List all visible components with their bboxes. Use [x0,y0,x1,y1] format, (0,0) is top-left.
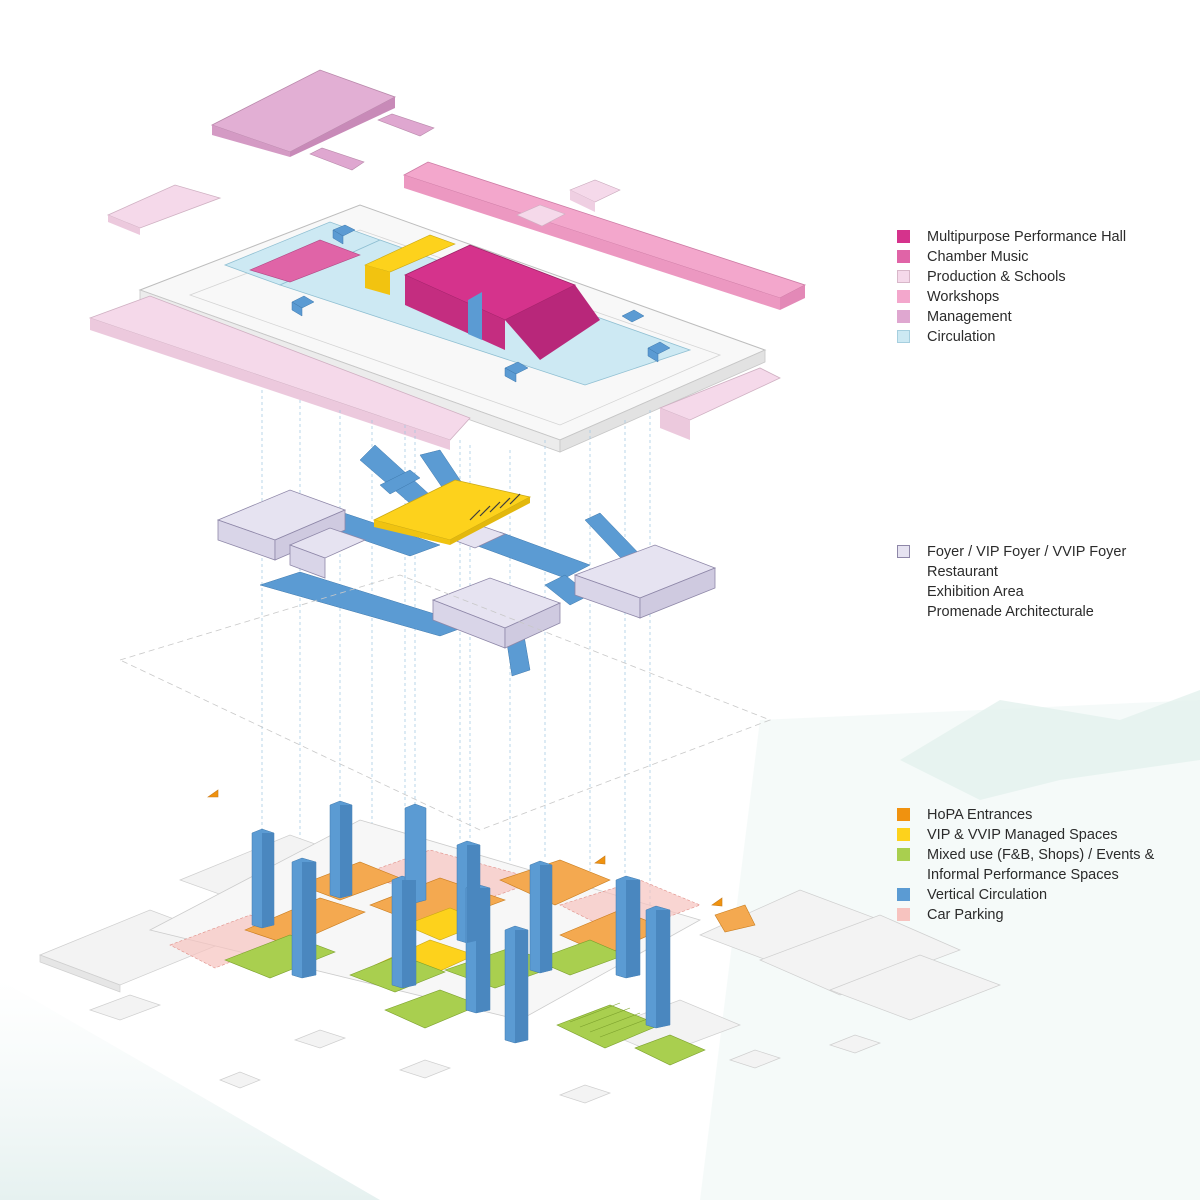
legend-label: Management [927,309,1012,325]
legend-label: Circulation [927,329,996,345]
legend-label: Chamber Music [927,249,1029,265]
swatch-vertical-circulation [897,888,910,901]
vertical-circulation-towers [251,800,671,1044]
legend-item-multipurpose-hall: Multipurpose Performance Hall [897,228,1126,248]
vip-foyer-block [372,479,532,545]
swatch-production-schools [897,270,910,283]
management-block [210,69,435,171]
legend-item-promenade: Promenade Architecturale [897,603,1126,623]
legend-item-car-parking: Car Parking [897,906,1154,926]
legend-item-mixed-use-continued: Informal Performance Spaces [897,866,1154,886]
legend-label: Mixed use (F&B, Shops) / Events & [927,847,1155,863]
legend-upper-program: Multipurpose Performance Hall Chamber Mu… [897,228,1126,348]
ground-level [39,789,1001,1104]
swatch-vip-spaces [897,828,910,841]
swatch-chamber-music [897,250,910,263]
legend-label: Informal Performance Spaces [927,867,1119,883]
legend-item-circulation: Circulation [897,328,1126,348]
legend-item-foyer: Foyer / VIP Foyer / VVIP Foyer [897,543,1126,563]
legend-item-management: Management [897,308,1126,328]
legend-item-mixed-use: Mixed use (F&B, Shops) / Events & [897,846,1154,866]
upper-vertical-cores [291,224,671,383]
legend-label: Multipurpose Performance Hall [927,229,1127,245]
legend-item-production-schools: Production & Schools [897,268,1126,288]
projection-lines [261,390,651,930]
workshops-block [402,161,807,310]
legend-label: HoPA Entrances [927,807,1033,823]
legend-label: Car Parking [927,907,1004,923]
swatch-multipurpose-hall [897,230,910,243]
legend-foyer-level: Foyer / VIP Foyer / VVIP Foyer Restauran… [897,543,1126,623]
swatch-circulation [897,330,910,343]
legend-label: Promenade Architecturale [927,604,1094,620]
swatch-workshops [897,290,910,303]
legend-item-vertical-circulation: Vertical Circulation [897,886,1154,906]
upper-level-program [88,69,807,453]
legend-label: Vertical Circulation [927,887,1048,903]
ground-level-outline [118,574,772,831]
swatch-foyer [897,545,910,558]
swatch-mixed-use [897,848,910,861]
legend-label: VIP & VVIP Managed Spaces [927,827,1118,843]
legend-ground-level: HoPA Entrances VIP & VVIP Managed Spaces… [897,806,1154,926]
legend-label: Production & Schools [927,269,1066,285]
legend-item-hopa-entrances: HoPA Entrances [897,806,1154,826]
multipurpose-hall-block [404,244,600,360]
legend-item-workshops: Workshops [897,288,1126,308]
swatch-hopa-entrances [897,808,910,821]
production-schools-block [88,184,781,450]
performance-steps [569,1002,651,1038]
legend-item-exhibition-area: Exhibition Area [897,583,1126,603]
legend-label: Exhibition Area [927,584,1024,600]
swatch-car-parking [897,908,910,921]
swatch-management [897,310,910,323]
legend-label: Workshops [927,289,1000,305]
foyer-level [216,444,717,677]
legend-label: Foyer / VIP Foyer / VVIP Foyer [927,544,1127,560]
legend-label: Restaurant [927,564,998,580]
legend-item-restaurant: Restaurant [897,563,1126,583]
legend-item-vip-spaces: VIP & VVIP Managed Spaces [897,826,1154,846]
legend-item-chamber-music: Chamber Music [897,248,1126,268]
